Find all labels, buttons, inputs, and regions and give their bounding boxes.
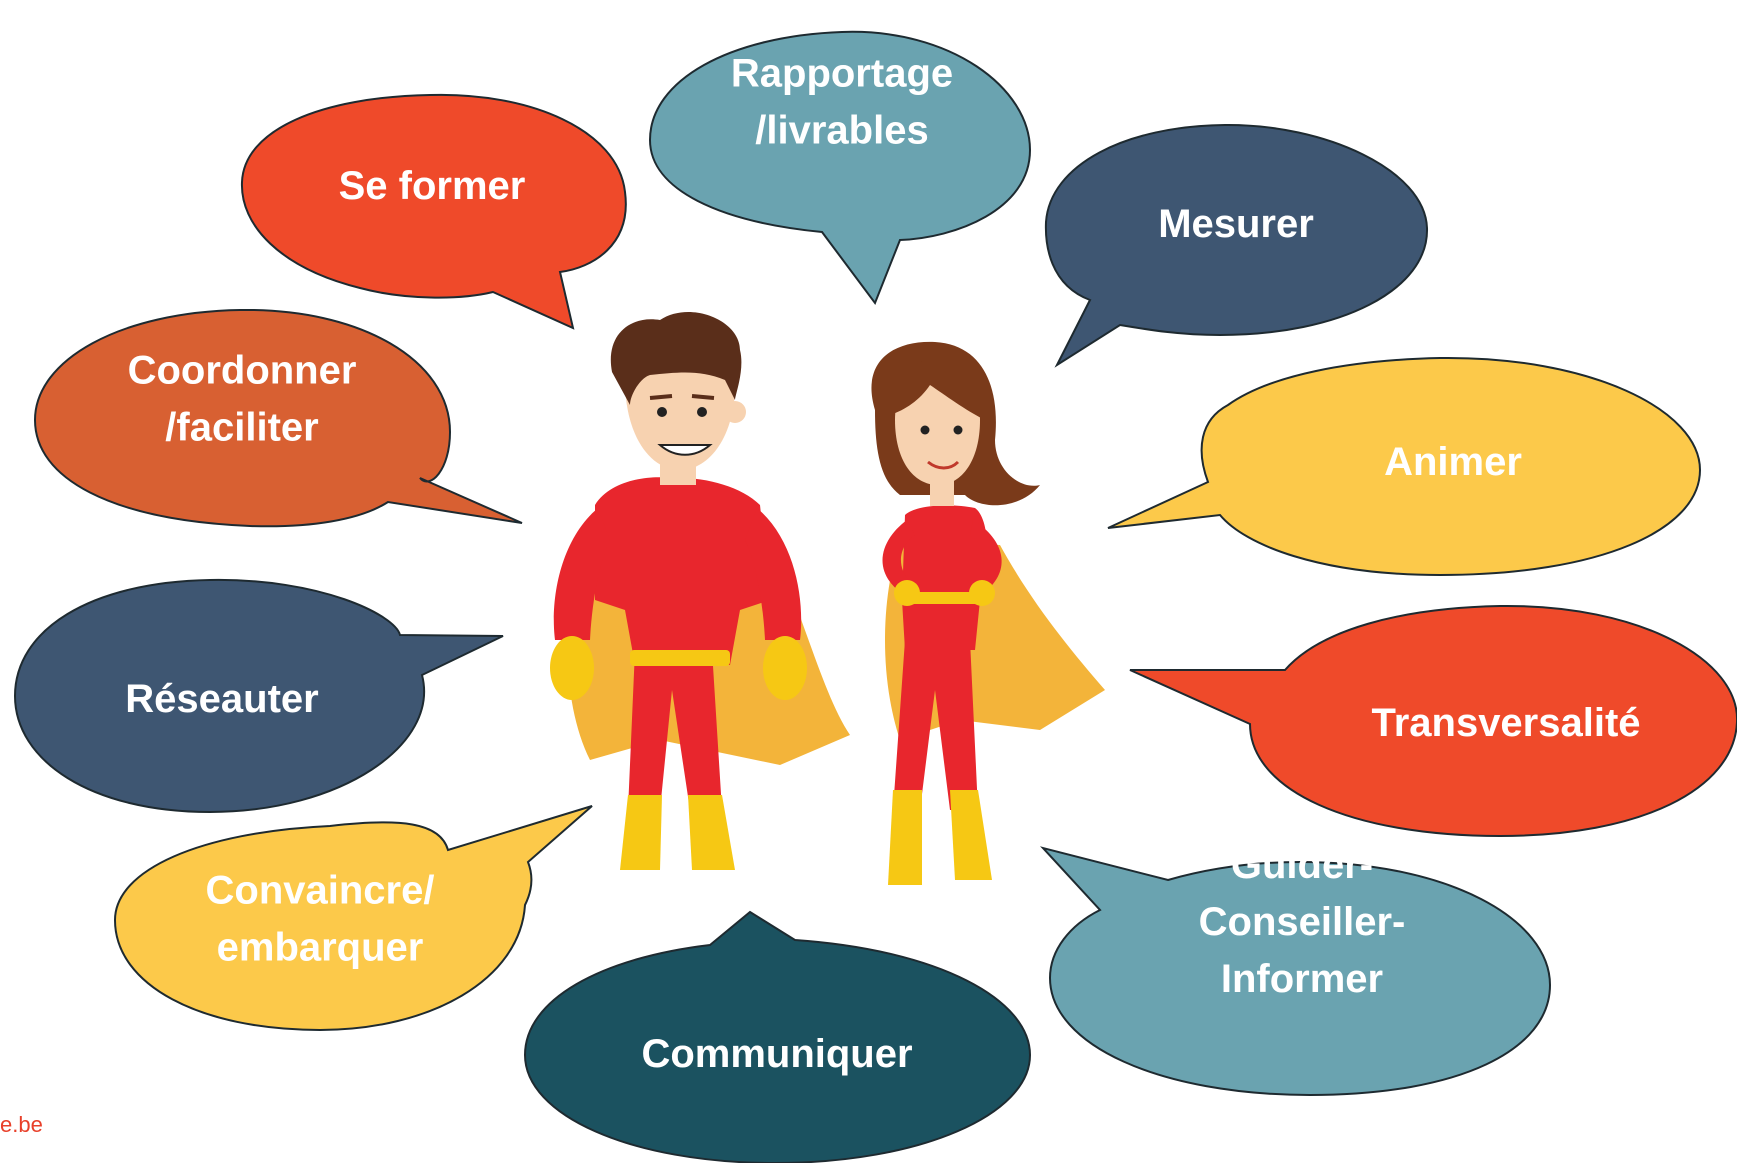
- bubble-label-line: Animer: [1384, 440, 1522, 484]
- bubble-rapportage: Rapportage/livrables: [648, 30, 1032, 306]
- bubble-shape: [648, 30, 1032, 306]
- bubble-label: Se former: [339, 164, 526, 208]
- hair-front: [890, 356, 987, 420]
- bubble-mesurer: Mesurer: [1044, 123, 1429, 368]
- right-glove: [763, 636, 807, 700]
- superhero-woman-illustration: [871, 341, 1105, 885]
- bubble-label-line: embarquer: [217, 926, 424, 970]
- bubble-label: Animer: [1384, 440, 1522, 484]
- boots: [888, 790, 922, 885]
- bubble-label: Réseauter: [125, 677, 318, 721]
- bubble-shape: [1044, 123, 1429, 368]
- bubble-guider: Guider- Conseiller- Informer: [1039, 843, 1552, 1097]
- bubble-label-line: Conseiller-: [1199, 900, 1406, 944]
- bubble-convaincre: Convaincre/embarquer: [113, 805, 593, 1032]
- bubble-shape: [523, 910, 1032, 1163]
- bubble-reseauter: Réseauter: [13, 578, 504, 814]
- left-arm: [882, 520, 915, 592]
- bubble-shape: [33, 308, 523, 528]
- legs: [893, 640, 978, 810]
- bubble-label-line: /faciliter: [165, 406, 318, 450]
- bubble-label-line: Informer: [1221, 957, 1383, 1001]
- boots: [620, 795, 662, 870]
- superhero-man-illustration: [550, 311, 850, 870]
- bubble-label-line: Transversalité: [1371, 701, 1640, 745]
- bubble-label-line: Convaincre/: [206, 869, 435, 913]
- bubble-animer: Animer: [1107, 356, 1702, 577]
- bubble-label: Coordonner/faciliter: [128, 349, 357, 450]
- legs: [628, 650, 722, 810]
- torso: [902, 505, 987, 650]
- bubble-communiquer: Communiquer: [523, 910, 1032, 1163]
- bubble-shape: [1107, 356, 1702, 577]
- bubble-shape: [1039, 846, 1552, 1097]
- left-glove: [894, 580, 920, 606]
- left-glove: [550, 636, 594, 700]
- bubble-label-line: Guider-: [1231, 843, 1373, 887]
- bubble-label: Convaincre/embarquer: [206, 869, 435, 970]
- bubble-label-line: Coordonner: [128, 349, 357, 393]
- right-arm: [970, 520, 1002, 592]
- bubble-label: Communiquer: [641, 1032, 912, 1076]
- bubble-shape: [113, 805, 593, 1032]
- right-arm: [745, 508, 802, 640]
- bubble-label: Rapportage/livrables: [731, 52, 953, 153]
- left-arm: [553, 508, 610, 640]
- bubble-label-line: Réseauter: [125, 677, 318, 721]
- bubble-se-former: Se former: [240, 93, 627, 330]
- belt: [905, 592, 980, 604]
- bubble-label: Mesurer: [1158, 202, 1314, 246]
- bubble-label-line: Mesurer: [1158, 202, 1314, 246]
- bubble-coordonner: Coordonner/faciliter: [33, 308, 523, 528]
- bubble-label-line: Se former: [339, 164, 526, 208]
- bubble-shape: [13, 578, 504, 814]
- bubble-label-line: Communiquer: [641, 1032, 912, 1076]
- bubble-label: Guider- Conseiller- Informer: [1199, 843, 1406, 1001]
- footer-url-fragment: e.be: [0, 1112, 43, 1137]
- bubble-shape: [240, 93, 627, 330]
- torso: [595, 477, 770, 665]
- bubble-transversalite: Transversalité: [1129, 604, 1737, 838]
- hair: [610, 311, 742, 405]
- bubble-label-line: /livrables: [755, 109, 928, 153]
- belt: [630, 650, 730, 666]
- bubble-shape: [1129, 604, 1737, 838]
- right-glove: [969, 580, 995, 606]
- bubble-label: Transversalité: [1371, 701, 1640, 745]
- bubble-label-line: Rapportage: [731, 52, 953, 96]
